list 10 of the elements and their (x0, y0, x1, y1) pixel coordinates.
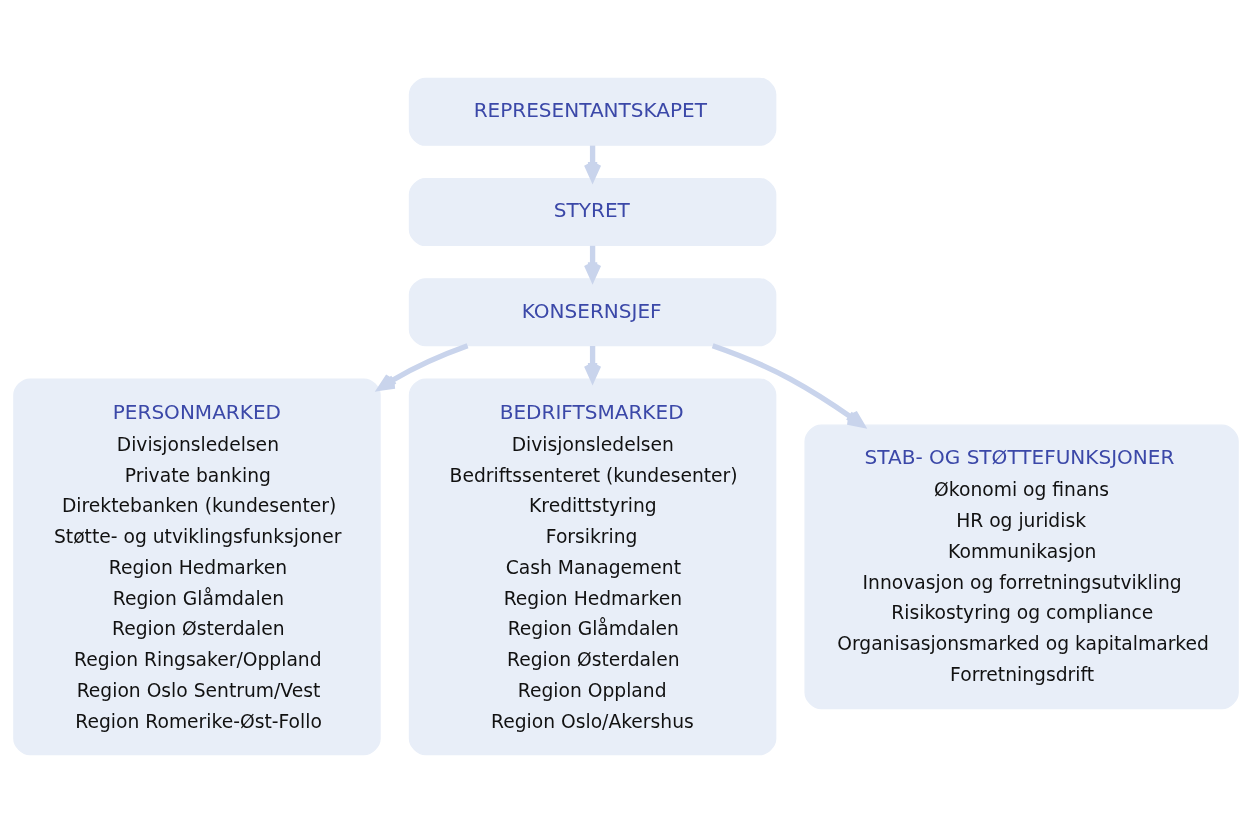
node-box: BEDRIFTSMARKED Divisjonsledelsen Bedriftssenteret (kundesenter) Kredittstyring Forsikring Cash Management Region Hedmarken Region Glåmdalen Region Østerdalen Region Oppland Region Oslo/Akershus (408, 377, 777, 755)
node-box: KONSERNSJEF (408, 277, 777, 346)
node-box: REPRESENTANTSKAPET (408, 77, 777, 146)
arrow (583, 345, 602, 382)
arrow (711, 342, 865, 428)
node-box: STAB- OG STØTTEFUNKSJONER Økonomi og finans HR og juridisk Kommunikasjon Innovasjon og forretningsutvikling Risikostyring og compliance Organisasjonsmarked og kapitalmarked Forretningsdrift (804, 424, 1239, 709)
arrow (377, 342, 469, 391)
node-box: STYRET (408, 177, 777, 246)
arrow (583, 145, 602, 181)
node-box: PERSONMARKED Divisjonsledelsen Private banking Direktebanken (kundesenter) Støtte- og utviklingsfunksjoner Region Hedmarken Region Glåmdalen Region Østerdalen Region Ringsaker/Oppland Region Oslo Sentrum/Vest Region Romerike-Øst-Follo (13, 377, 381, 755)
